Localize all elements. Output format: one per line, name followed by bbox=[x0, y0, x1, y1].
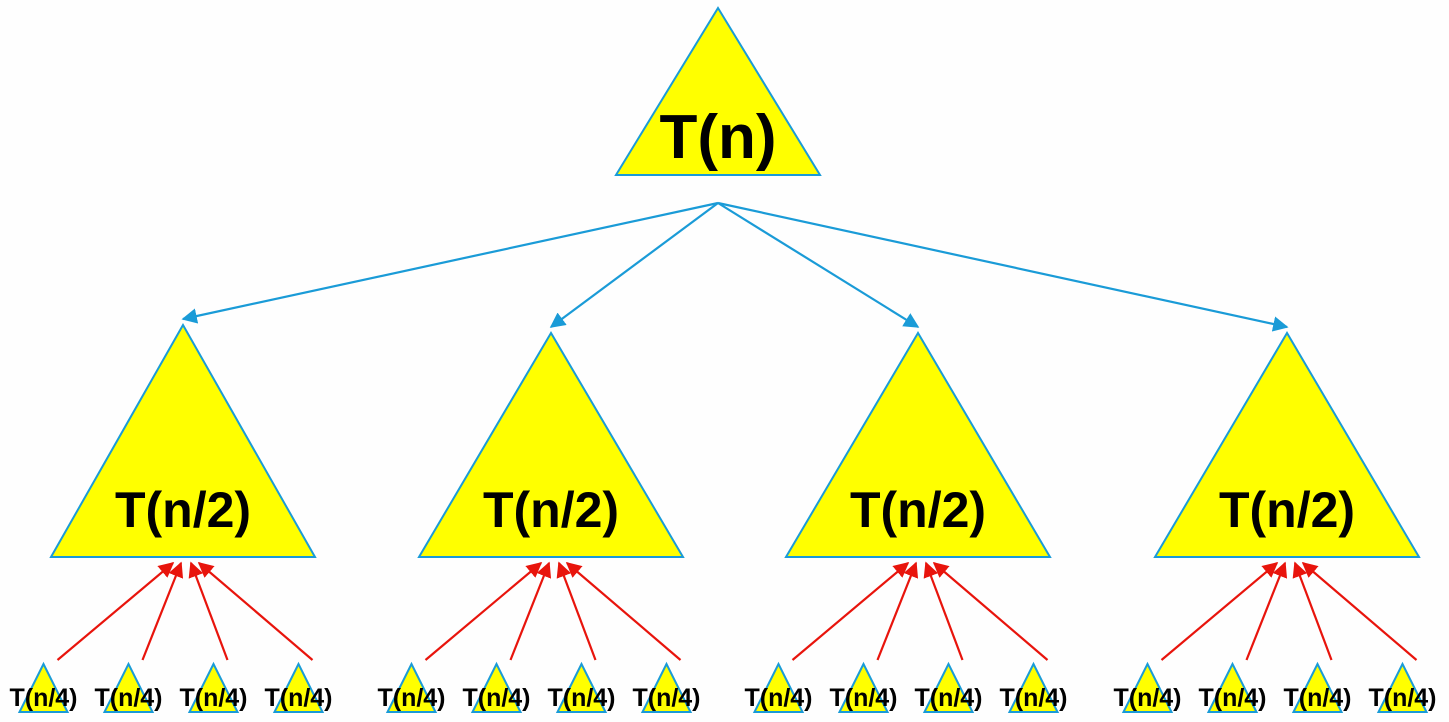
leaf-triangle-2-2 bbox=[470, 661, 523, 713]
up-arrow-3-2 bbox=[876, 561, 919, 661]
leaf-label-4-4: T(n/4) bbox=[1368, 684, 1436, 712]
root-label: T(n) bbox=[659, 103, 776, 172]
child-label-3: T(n/2) bbox=[850, 482, 986, 538]
leaf-triangle-1-4 bbox=[272, 661, 325, 713]
leaf-label-4-2: T(n/4) bbox=[1198, 684, 1266, 712]
up-arrow-1-3 bbox=[188, 561, 229, 661]
leaf-triangle-4-2 bbox=[1206, 661, 1259, 713]
leaf-triangle-4-4 bbox=[1376, 661, 1429, 713]
leaf-triangle-2-3 bbox=[555, 661, 608, 713]
up-arrow-3-4 bbox=[932, 561, 1049, 661]
leaf-label-1-4: T(n/4) bbox=[264, 684, 332, 712]
up-arrow-1-4 bbox=[197, 561, 314, 661]
up-arrow-4-4 bbox=[1301, 561, 1418, 661]
child-label-2: T(n/2) bbox=[483, 482, 619, 538]
leaf-triangle-2-4 bbox=[640, 661, 693, 713]
child-label-1: T(n/2) bbox=[115, 482, 251, 538]
leaf-triangle-3-1 bbox=[752, 661, 805, 713]
up-arrow-3-3 bbox=[923, 561, 964, 661]
leaf-label-3-1: T(n/4) bbox=[744, 684, 812, 712]
leaf-label-3-4: T(n/4) bbox=[999, 684, 1067, 712]
leaf-label-1-2: T(n/4) bbox=[94, 684, 162, 712]
child-triangle-4 bbox=[1153, 331, 1421, 558]
up-arrow-3-1 bbox=[791, 562, 910, 661]
leaf-label-4-3: T(n/4) bbox=[1283, 684, 1351, 712]
leaf-label-3-3: T(n/4) bbox=[914, 684, 982, 712]
down-arrow-2 bbox=[549, 202, 719, 328]
leaf-label-2-1: T(n/4) bbox=[377, 684, 445, 712]
leaf-triangle-1-2 bbox=[102, 661, 155, 713]
leaf-label-2-3: T(n/4) bbox=[547, 684, 615, 712]
child-triangle-3 bbox=[784, 331, 1052, 558]
leaf-triangle-4-1 bbox=[1121, 661, 1174, 713]
leaf-label-3-2: T(n/4) bbox=[829, 684, 897, 712]
down-arrow-3 bbox=[717, 202, 920, 328]
down-arrow-4 bbox=[717, 201, 1289, 332]
child-triangle-2 bbox=[417, 331, 685, 558]
root-triangle bbox=[614, 6, 822, 176]
leaf-label-2-2: T(n/4) bbox=[462, 684, 530, 712]
leaf-label-1-1: T(n/4) bbox=[9, 684, 77, 712]
leaf-triangle-3-2 bbox=[837, 661, 890, 713]
leaf-triangle-4-3 bbox=[1291, 661, 1344, 713]
leaf-label-4-1: T(n/4) bbox=[1113, 684, 1181, 712]
up-arrow-2-2 bbox=[509, 561, 552, 661]
up-arrow-4-3 bbox=[1292, 561, 1333, 661]
leaf-triangle-2-1 bbox=[385, 661, 438, 713]
leaf-label-1-3: T(n/4) bbox=[179, 684, 247, 712]
up-arrow-2-1 bbox=[424, 562, 543, 661]
leaf-triangle-1-1 bbox=[17, 661, 70, 713]
up-arrow-1-1 bbox=[56, 562, 175, 661]
leaf-triangle-1-3 bbox=[187, 661, 240, 713]
up-arrow-1-2 bbox=[141, 561, 184, 661]
child-label-4: T(n/2) bbox=[1219, 482, 1355, 538]
up-arrow-2-4 bbox=[565, 561, 682, 661]
leaf-label-2-4: T(n/4) bbox=[632, 684, 700, 712]
leaf-triangle-3-3 bbox=[922, 661, 975, 713]
down-arrow-1 bbox=[181, 201, 719, 324]
leaf-triangle-3-4 bbox=[1007, 661, 1060, 713]
up-arrow-4-2 bbox=[1245, 561, 1288, 661]
child-triangle-1 bbox=[49, 322, 317, 558]
up-arrow-4-1 bbox=[1160, 562, 1279, 661]
up-arrow-2-3 bbox=[556, 561, 597, 661]
